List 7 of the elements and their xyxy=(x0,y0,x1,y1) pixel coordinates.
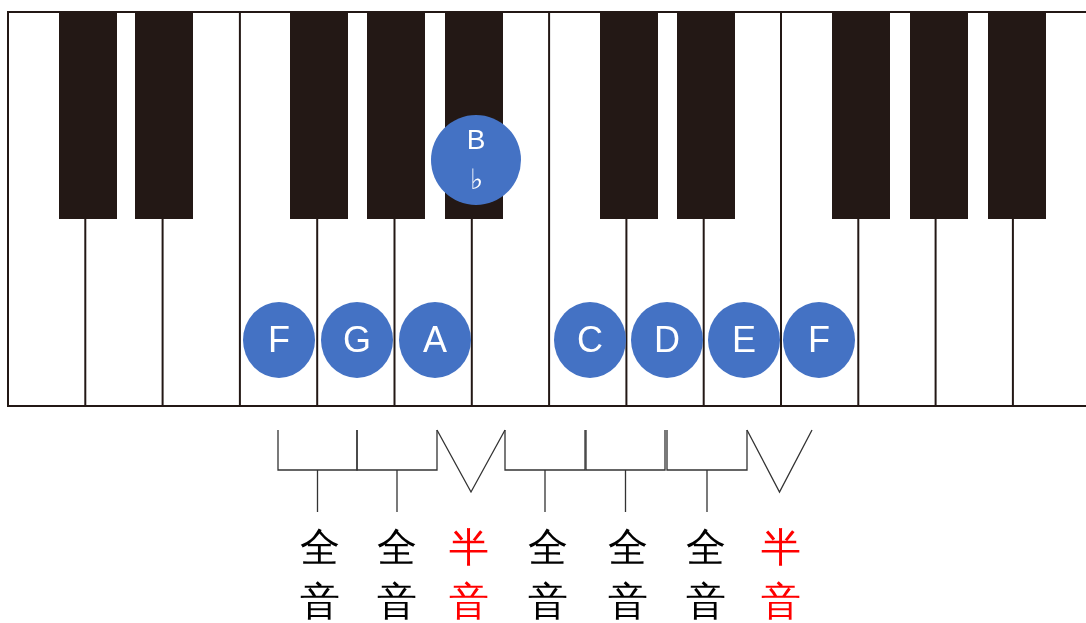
interval-label: 全音 xyxy=(527,523,569,623)
interval-label: 半音 xyxy=(760,523,802,623)
interval-label: 半音 xyxy=(448,523,490,623)
interval-label: 全音 xyxy=(685,523,727,623)
interval-label: 全音 xyxy=(607,523,649,623)
interval-label: 全音 xyxy=(299,523,341,623)
interval-label: 全音 xyxy=(376,523,418,623)
